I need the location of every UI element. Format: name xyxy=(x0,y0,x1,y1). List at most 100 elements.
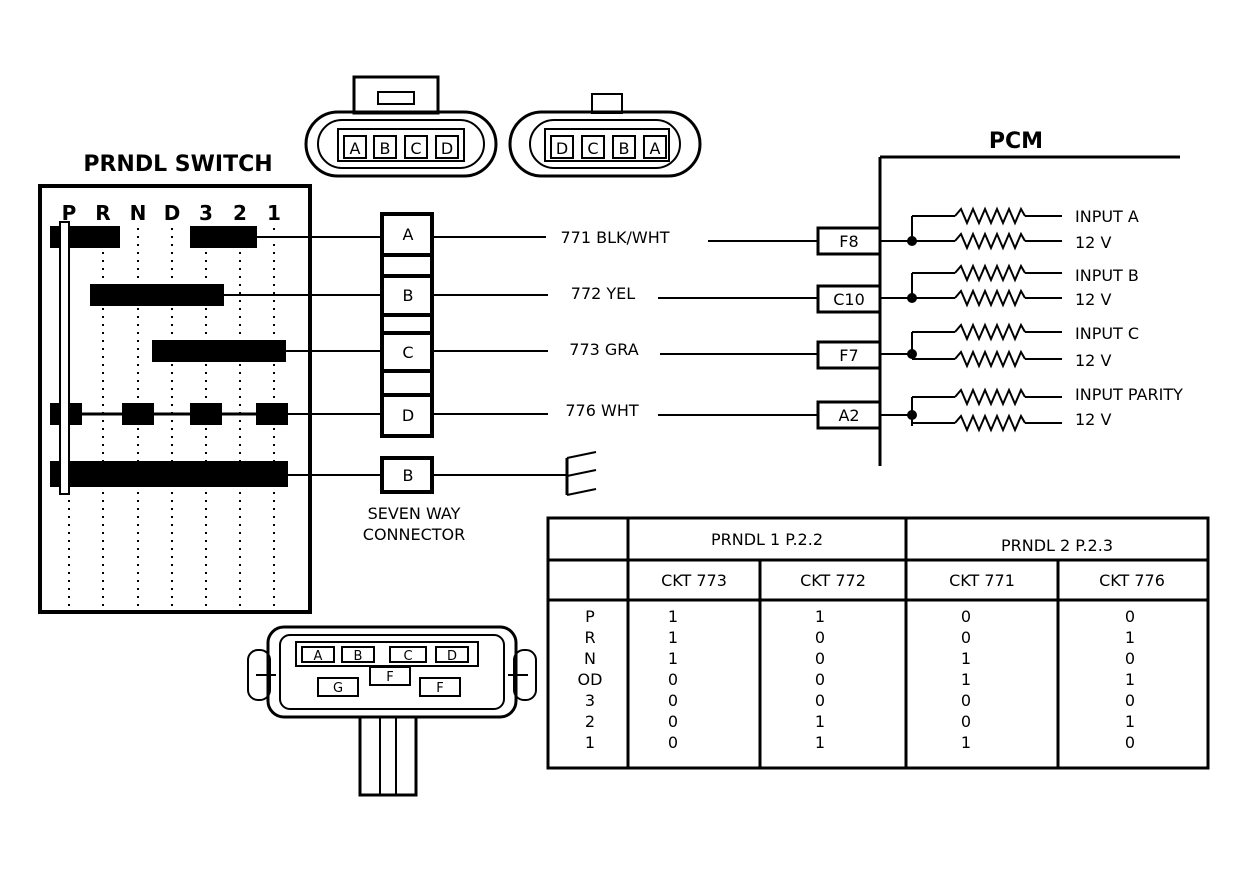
end-right-pin-a: A xyxy=(650,139,661,158)
selector-blade xyxy=(59,221,70,495)
column-header-ckt772: CKT 772 xyxy=(800,571,866,590)
input-parity-label: INPUT PARITY xyxy=(1075,385,1183,404)
table-cell: 1 xyxy=(668,628,678,647)
table-cell: 0 xyxy=(1125,607,1135,626)
end-right-pin-d: D xyxy=(556,139,568,158)
connector-pin-b: B xyxy=(403,286,414,305)
end-left-pin-a: A xyxy=(350,139,361,158)
table-cell: 0 xyxy=(1125,649,1135,668)
position-label-r: R xyxy=(95,201,110,225)
table-cell: 1 xyxy=(1125,712,1135,731)
wire-772: 772 YEL xyxy=(432,284,818,303)
input-c-label: INPUT C xyxy=(1075,324,1139,343)
table-cell: 1 xyxy=(668,649,678,668)
input-b-voltage: 12 V xyxy=(1075,290,1111,309)
row-label: R xyxy=(584,628,595,647)
connector-pin-c: C xyxy=(402,343,413,362)
switch-leads xyxy=(224,236,382,476)
row-label: P xyxy=(585,607,595,626)
table-cell: 1 xyxy=(815,607,825,626)
pcm-pin-f7: F7 xyxy=(839,346,858,365)
table-border xyxy=(546,516,1210,770)
seven-way-pin-c: C xyxy=(403,649,412,664)
table-cell: 0 xyxy=(961,628,971,647)
end-left-pin-b: B xyxy=(380,139,391,158)
seven-way-pin-g: G xyxy=(333,681,343,696)
row-label: 2 xyxy=(585,712,595,731)
switch-title: PRNDL SWITCH xyxy=(83,152,272,177)
table-cell: 1 xyxy=(961,733,971,752)
seven-way-pin-d: D xyxy=(447,649,457,664)
switch-position-labels: P R N D 3 2 1 xyxy=(62,201,281,225)
input-c-voltage: 12 V xyxy=(1075,351,1111,370)
position-label-d: D xyxy=(164,201,181,225)
connector-end-view-left: A B C D xyxy=(304,75,498,178)
table-cell: 0 xyxy=(668,733,678,752)
pcm-pin-c10: C10 xyxy=(833,290,865,309)
group-header-prndl2: PRNDL 2 P.2.3 xyxy=(1001,536,1113,555)
end-right-pin-b: B xyxy=(619,139,630,158)
position-label-2: 2 xyxy=(233,201,247,225)
table-cell: 0 xyxy=(961,712,971,731)
seven-way-connector: A B C D B SEVEN WAY CONNECTOR xyxy=(363,212,465,544)
row-label: N xyxy=(584,649,596,668)
input-parity-voltage: 12 V xyxy=(1075,410,1111,429)
seven-way-pin-f-right: F xyxy=(436,681,443,696)
connector-caption-2: CONNECTOR xyxy=(363,525,465,544)
table-cell: 1 xyxy=(815,733,825,752)
switch-housing xyxy=(38,184,312,614)
pcm-input-a: INPUT A 12 V xyxy=(880,206,1139,252)
table-cell: 1 xyxy=(668,607,678,626)
table-cell: 1 xyxy=(1125,670,1135,689)
wire-776: 776 WHT xyxy=(432,401,818,420)
table-cell: 0 xyxy=(668,691,678,710)
pcm-title: PCM xyxy=(989,129,1043,154)
contact-a-32 xyxy=(190,226,257,248)
seven-way-pin-b: B xyxy=(354,649,363,664)
end-left-pin-d: D xyxy=(441,139,453,158)
table-cell: 1 xyxy=(815,712,825,731)
table-cell: 0 xyxy=(961,691,971,710)
row-label: 3 xyxy=(585,691,595,710)
connector-pin-a: A xyxy=(403,225,414,244)
wire-771: 771 BLK/WHT xyxy=(432,228,818,247)
connector-end-view-right: D C B A xyxy=(508,93,702,178)
column-header-ckt773: CKT 773 xyxy=(661,571,727,590)
wire-label-772: 772 YEL xyxy=(571,284,636,303)
pcm-pin-f8: F8 xyxy=(839,232,858,251)
table-cell: 0 xyxy=(815,628,825,647)
table-cell: 1 xyxy=(1125,628,1135,647)
table-cell: 0 xyxy=(1125,691,1135,710)
table-cell: 0 xyxy=(815,670,825,689)
end-left-pin-c: C xyxy=(410,139,421,158)
table-cell: 0 xyxy=(668,712,678,731)
end-right-pin-c: C xyxy=(587,139,598,158)
pcm-input-parity: INPUT PARITY 12 V xyxy=(880,385,1183,433)
position-label-1: 1 xyxy=(267,201,281,225)
connector-body xyxy=(380,212,434,438)
input-b-label: INPUT B xyxy=(1075,266,1139,285)
wire-773: 773 GRA xyxy=(432,340,818,359)
pcm-input-c: INPUT C 12 V xyxy=(880,322,1139,370)
connector-pin-ground: B xyxy=(403,466,414,485)
wire-label-776: 776 WHT xyxy=(565,401,638,420)
column-header-ckt771: CKT 771 xyxy=(949,571,1015,590)
ground-symbol xyxy=(432,451,597,496)
table-cell: 0 xyxy=(815,649,825,668)
position-label-p: P xyxy=(62,201,77,225)
contact-ground xyxy=(50,461,288,487)
wire-label-771: 771 BLK/WHT xyxy=(560,228,669,247)
seven-way-pin-a: A xyxy=(314,649,323,664)
switch-contacts xyxy=(50,221,288,495)
seven-way-connector-view: A B C D G F F xyxy=(247,625,537,797)
table-cell: 0 xyxy=(815,691,825,710)
position-label-3: 3 xyxy=(199,201,213,225)
table-cell: 1 xyxy=(961,670,971,689)
table-cell: 1 xyxy=(961,649,971,668)
wire-label-773: 773 GRA xyxy=(569,340,638,359)
connector-pin-d: D xyxy=(402,406,414,425)
table-cell: 0 xyxy=(1125,733,1135,752)
input-a-label: INPUT A xyxy=(1075,207,1139,226)
